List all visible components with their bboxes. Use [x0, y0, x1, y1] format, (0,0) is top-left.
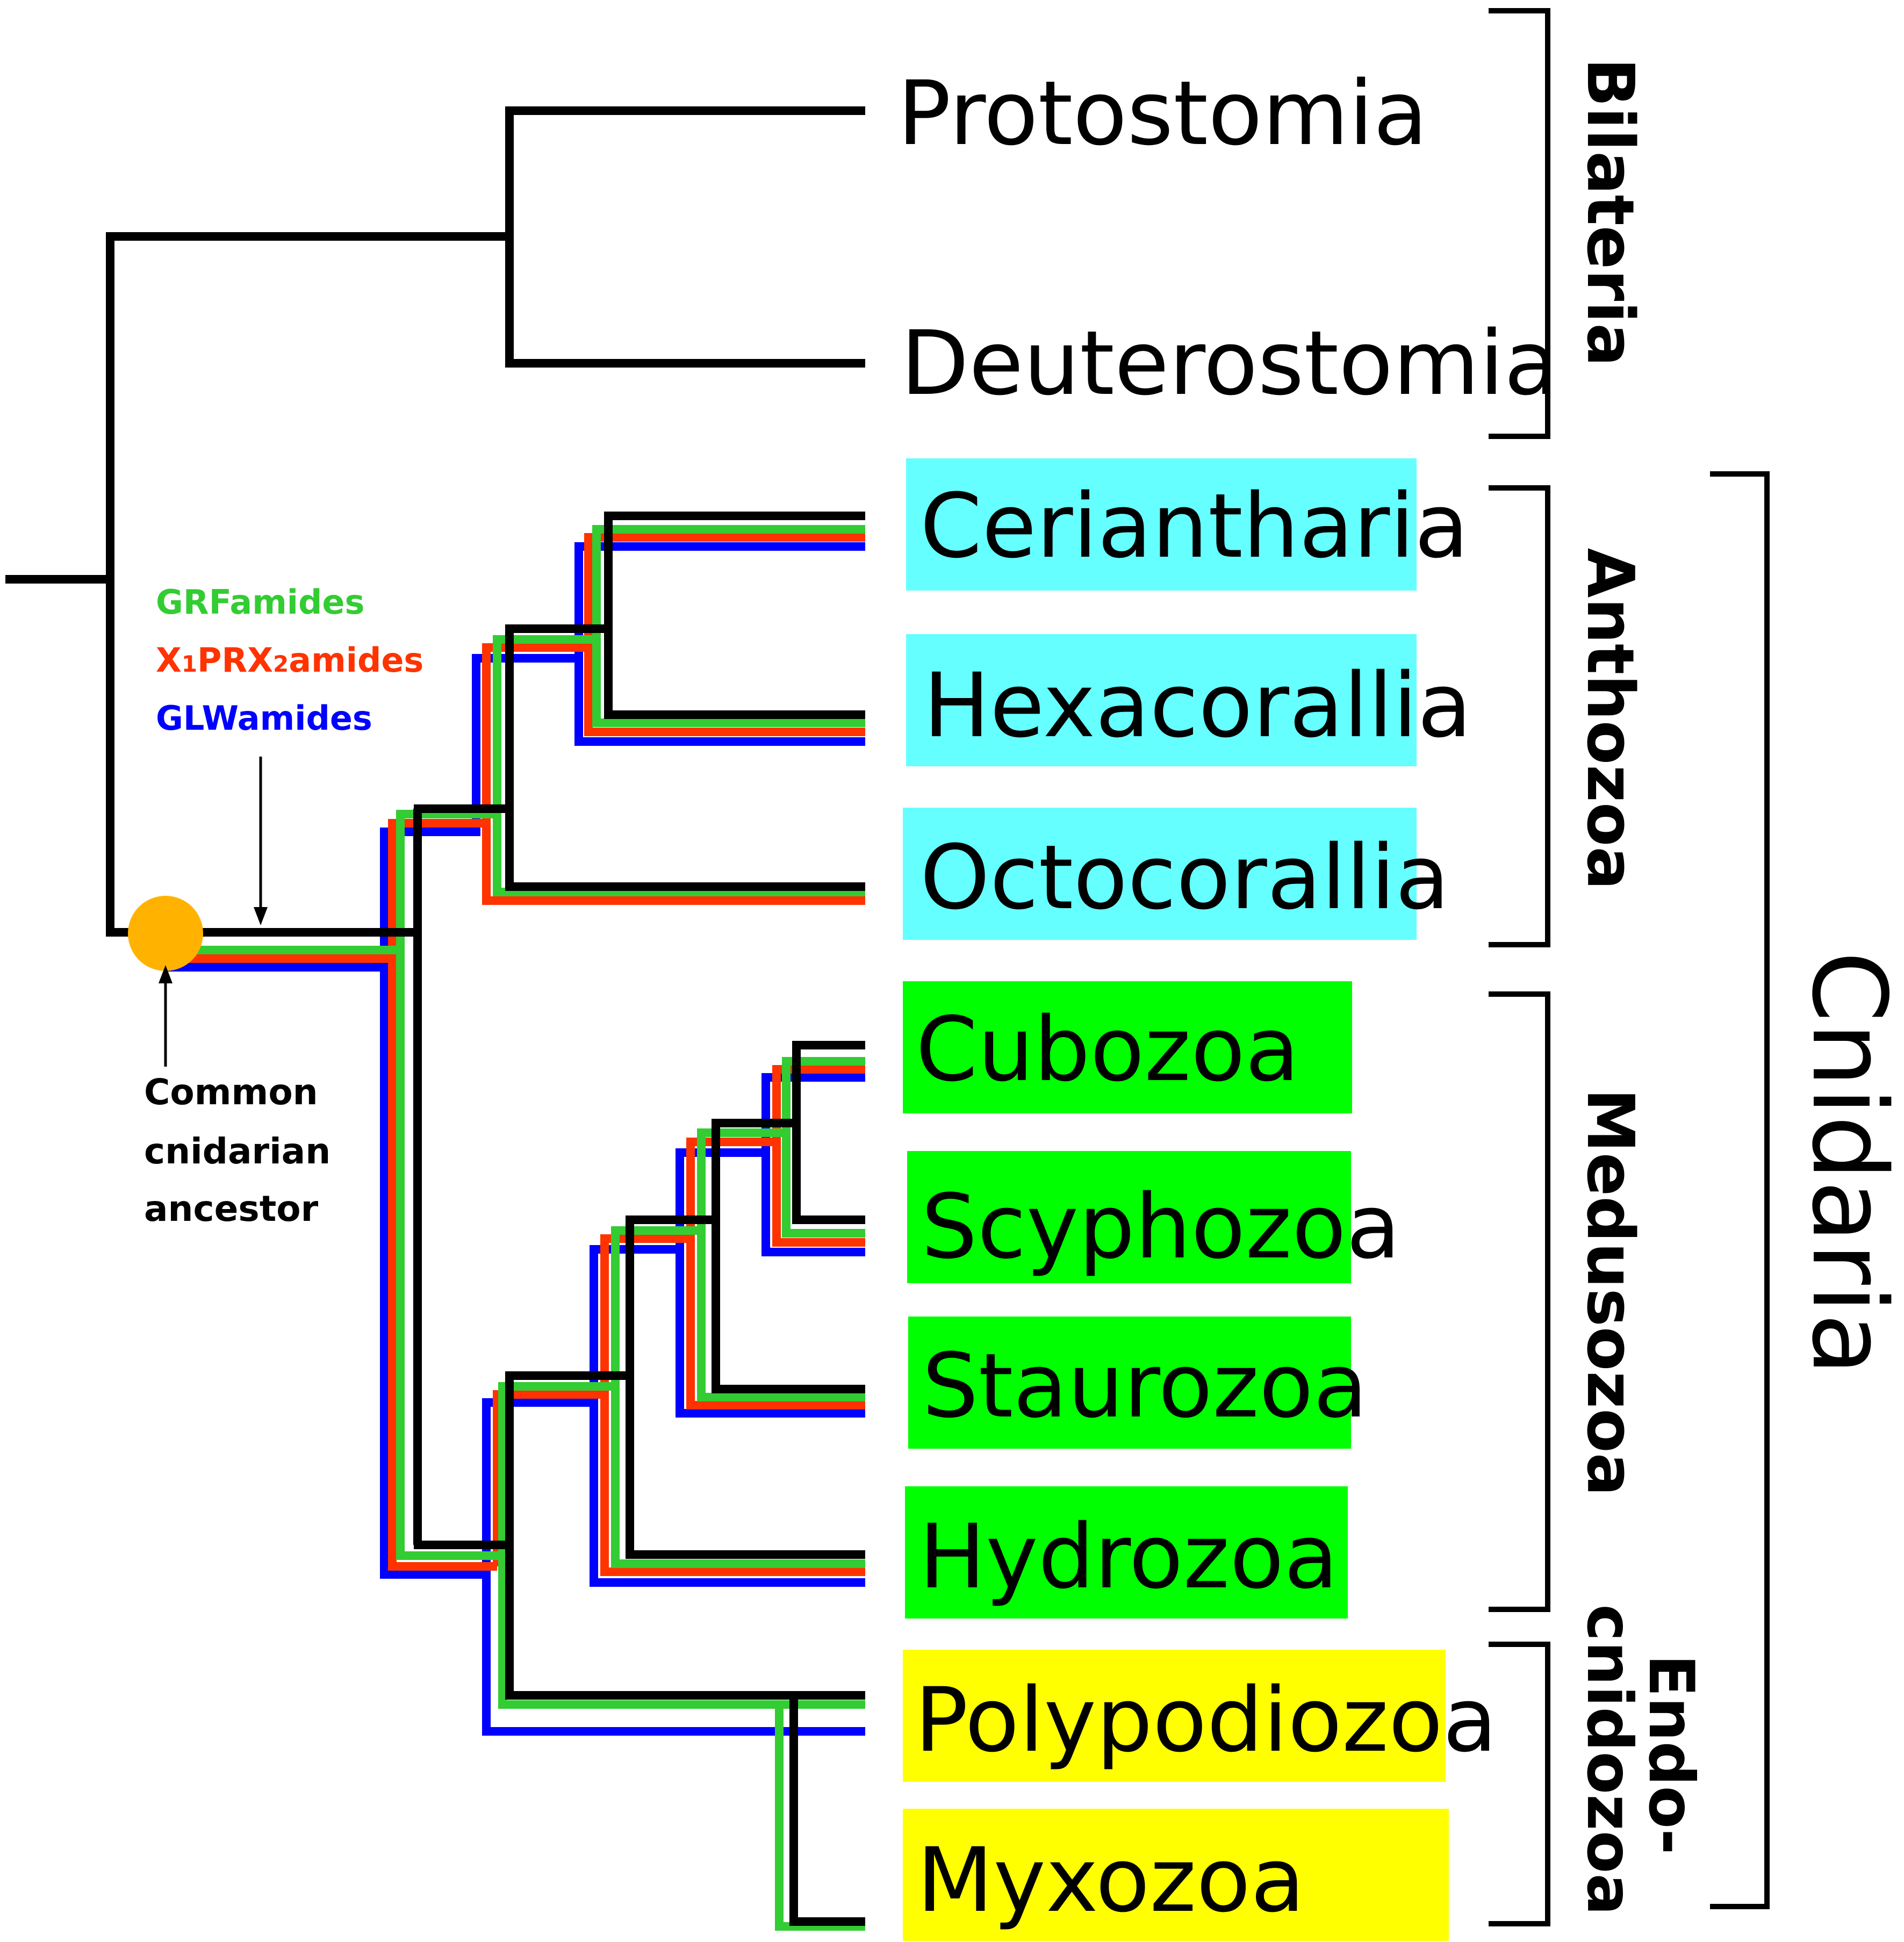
grf-hexacorallia — [592, 529, 865, 727]
cnidaria-bracket — [1710, 471, 1770, 1909]
clade-medusozoa: Medusozoa — [1572, 1088, 1647, 1496]
taxon-cubozoa: Cubozoa — [916, 998, 1299, 1101]
scyphozoa-box — [907, 1151, 1351, 1283]
ancestor-note-line2: cnidarian — [144, 1131, 330, 1172]
hydrozoa-box — [905, 1486, 1348, 1619]
taxon-deuterostomia: Deuterostomia — [901, 312, 1558, 415]
medusozoa-bracket — [1489, 991, 1550, 1612]
anthozoa-bracket — [1489, 485, 1550, 947]
x1prx2amides-lineage — [167, 533, 865, 1576]
x1prx2amides-label: X1PRX2amides — [156, 641, 423, 680]
x1prx-medusozoa-inner — [600, 1234, 865, 1409]
glwamides-label: GLWamides — [156, 699, 372, 738]
taxon-ceriantharia: Ceriantharia — [920, 474, 1469, 578]
x1prx-trunk — [167, 954, 497, 1571]
taxon-labels: Protostomia Deuterostomia Ceriantharia H… — [897, 62, 1558, 1932]
clade-anthozoa: Anthozoa — [1572, 548, 1647, 890]
peptide-arrow — [254, 757, 268, 925]
grf-trunk — [167, 946, 865, 1931]
taxon-boxes — [903, 458, 1449, 1941]
ancestor-note-line3: ancestor — [144, 1188, 319, 1229]
glw-trunk — [167, 963, 865, 1736]
clade-cnidaria: Cnidaria — [1790, 951, 1904, 1376]
clade-endocnidozoa-line2: cnidozoa — [1573, 1604, 1646, 1915]
common-ancestor-node — [128, 896, 203, 971]
endocnidozoa-bracket — [1489, 1642, 1550, 1926]
taxon-polypodiozoa: Polypodiozoa — [915, 1668, 1497, 1772]
taxon-staurozoa: Staurozoa — [922, 1334, 1368, 1437]
x1prx-scyphozoa — [772, 1142, 865, 1247]
taxon-octocorallia: Octocorallia — [920, 826, 1450, 929]
taxon-myxozoa: Myxozoa — [917, 1829, 1305, 1932]
polypodiozoa-box — [903, 1650, 1446, 1782]
cubozoa-box — [903, 981, 1352, 1113]
myxozoa-branch — [789, 1695, 865, 1926]
ancestor-arrow — [159, 965, 173, 1067]
clade-bilateria: Bilateria — [1572, 58, 1647, 367]
ceriantharia-box — [906, 458, 1417, 591]
taxon-hydrozoa: Hydrozoa — [919, 1505, 1338, 1608]
glw-staurozoa — [676, 1249, 865, 1418]
myxozoa-box — [903, 1809, 1449, 1941]
taxon-protostomia: Protostomia — [897, 62, 1428, 165]
ancestor-note-line1: Common — [144, 1071, 318, 1113]
grfamides-label: GRFamides — [156, 582, 364, 622]
clade-endocnidozoa-line1: Endo- — [1635, 1655, 1707, 1855]
taxon-hexacorallia: Hexacorallia — [923, 654, 1472, 757]
x1prx-medusozoa — [493, 1390, 865, 1576]
x1prx-anthozoa-inner — [482, 533, 865, 823]
grfamides-lineage — [167, 525, 865, 1931]
staurozoa-box — [908, 1317, 1351, 1449]
glw-hydrozoa — [590, 1402, 865, 1587]
taxon-scyphozoa: Scyphozoa — [921, 1175, 1400, 1278]
octocorallia-box — [903, 808, 1417, 940]
hexacorallia-box — [906, 634, 1417, 766]
glw-hexacorallia — [574, 546, 865, 746]
tree-branches — [5, 106, 865, 1926]
x1prx-hexacorallia — [584, 537, 865, 736]
grf-anthozoa-inner — [493, 525, 865, 814]
glwamides-lineage — [167, 542, 865, 1736]
bilateria-bracket — [1489, 8, 1550, 439]
clade-brackets — [1489, 8, 1770, 1926]
grf-scyphozoa — [782, 1133, 865, 1238]
